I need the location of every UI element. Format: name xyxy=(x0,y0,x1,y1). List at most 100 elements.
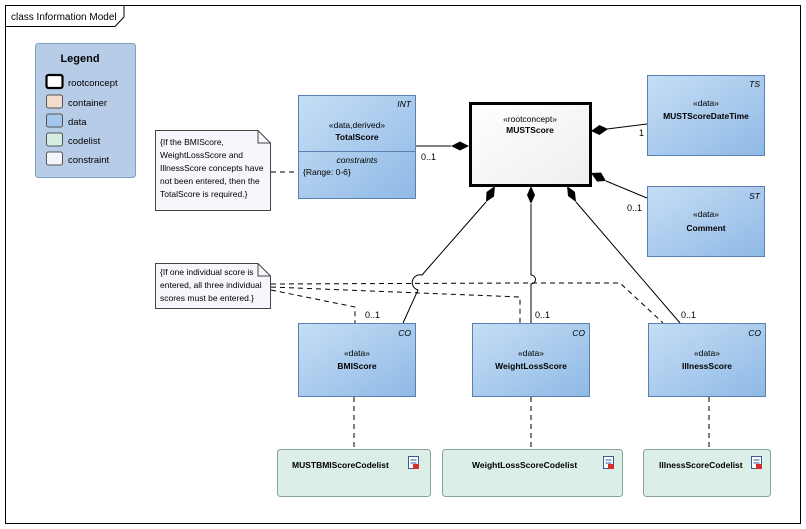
anchor-illness-note xyxy=(270,282,664,324)
association-totalscore: 0..1 xyxy=(416,141,469,162)
note-box xyxy=(155,130,271,211)
anchor-bmi-note xyxy=(270,289,356,323)
datatype-tag: CO xyxy=(398,328,411,338)
note-line: not been entered, then the xyxy=(160,176,260,186)
class-box xyxy=(469,102,592,187)
note-totalscore-constraint[interactable]: {If the BMIScore, WeightLossScore and Il… xyxy=(155,130,271,211)
note-line: {If one individual score is xyxy=(160,267,254,277)
codelist-box xyxy=(277,449,431,497)
class-comment[interactable]: ST «data» Comment xyxy=(647,186,765,257)
note-fold xyxy=(257,263,271,277)
datatype-tag: CO xyxy=(572,328,585,338)
note-box xyxy=(155,263,271,309)
class-mustscore[interactable]: «rootconcept» MUSTScore xyxy=(469,102,592,187)
composition-diamond xyxy=(486,186,495,202)
note-line: scores must be entered.} xyxy=(160,293,254,303)
anchor-weightloss-note xyxy=(270,286,521,323)
class-mustscoredatetime[interactable]: TS «data» MUSTScoreDateTime xyxy=(647,75,765,156)
legend-item-constraint: constraint xyxy=(46,151,110,166)
compartment-title: constraints xyxy=(336,155,378,165)
class-stereotype: «data» xyxy=(518,348,544,358)
note-individual-scores-constraint[interactable]: {If one individual score is entered, all… xyxy=(155,263,271,309)
class-stereotype: «rootconcept» xyxy=(503,114,557,124)
note-fold xyxy=(257,130,271,144)
class-box xyxy=(647,186,765,257)
class-stereotype: «data» xyxy=(693,98,719,108)
legend-label-data: data xyxy=(68,117,87,128)
class-stereotype: «data,derived» xyxy=(329,120,386,130)
document-icon xyxy=(751,456,762,469)
document-icon xyxy=(603,456,614,469)
legend: Legend rootconcept container data codeli… xyxy=(35,43,136,178)
association-comment: 0..1 xyxy=(591,172,648,213)
multiplicity-datetime: 1 xyxy=(639,128,644,138)
legend-swatch-codelist xyxy=(46,132,63,147)
class-box xyxy=(647,75,765,156)
class-weightlossscore[interactable]: CO «data» WeightLossScore xyxy=(472,323,590,397)
legend-title: Legend xyxy=(60,53,99,65)
codelist-weightlossscore[interactable]: WeightLossScoreCodelist xyxy=(442,449,623,497)
class-totalscore[interactable]: INT «data,derived» TotalScore constraint… xyxy=(298,95,416,199)
codelist-box xyxy=(442,449,623,497)
multiplicity-weightloss: 0..1 xyxy=(535,310,550,320)
legend-label-codelist: codelist xyxy=(68,136,101,147)
datatype-tag: CO xyxy=(748,328,761,338)
legend-item-rootconcept: rootconcept xyxy=(45,73,118,90)
codelist-name: IllnessScoreCodelist xyxy=(659,460,743,470)
class-box xyxy=(298,95,416,199)
class-name: IllnessScore xyxy=(682,361,732,371)
class-name: Comment xyxy=(686,223,725,233)
legend-item-container: container xyxy=(46,94,107,109)
note-anchors xyxy=(270,171,710,449)
multiplicity-illness: 0..1 xyxy=(681,310,696,320)
frame-title: class Information Model xyxy=(11,12,117,23)
class-name: BMIScore xyxy=(337,361,376,371)
constraint-range: {Range: 0-6} xyxy=(303,167,351,177)
legend-label-container: container xyxy=(68,98,107,109)
note-line: entered, all three individual xyxy=(160,280,262,290)
composition-diamond xyxy=(591,125,608,135)
note-line: IllnessScore concepts have xyxy=(160,163,264,173)
legend-item-data: data xyxy=(46,113,87,128)
class-box xyxy=(648,323,766,397)
frame-title-tab xyxy=(5,5,125,27)
composition-diamond xyxy=(567,186,576,202)
codelist-illnessscore[interactable]: IllnessScoreCodelist xyxy=(643,449,771,497)
class-box xyxy=(472,323,590,397)
class-box xyxy=(298,323,416,397)
legend-label-rootconcept: rootconcept xyxy=(68,78,118,89)
note-line: {If the BMIScore, xyxy=(160,137,224,147)
codelist-name: WeightLossScoreCodelist xyxy=(472,460,577,470)
class-bmiscore[interactable]: CO «data» BMIScore xyxy=(298,323,416,397)
legend-swatch-constraint xyxy=(46,151,63,166)
codelist-mustbmiscore[interactable]: MUSTBMIScoreCodelist xyxy=(277,449,431,497)
datatype-tag: TS xyxy=(749,79,760,89)
note-line: TotalScore is required.} xyxy=(160,189,248,199)
composition-diamond xyxy=(527,186,535,204)
legend-item-codelist: codelist xyxy=(46,132,101,147)
multiplicity-totalscore: 0..1 xyxy=(421,152,436,162)
legend-swatch-data xyxy=(46,113,63,128)
document-icon xyxy=(408,456,419,469)
class-illnessscore[interactable]: CO «data» IllnessScore xyxy=(648,323,766,397)
multiplicity-bmi: 0..1 xyxy=(365,310,380,320)
class-name: WeightLossScore xyxy=(495,361,567,371)
composition-diamond xyxy=(591,172,606,182)
note-line: WeightLossScore and xyxy=(160,150,243,160)
class-name: MUSTScoreDateTime xyxy=(663,111,749,121)
datatype-tag: ST xyxy=(749,191,761,201)
class-stereotype: «data» xyxy=(344,348,370,358)
legend-label-constraint: constraint xyxy=(68,155,110,166)
legend-swatch-rootconcept xyxy=(45,73,64,90)
association-weightloss: 0..1 xyxy=(527,186,550,323)
codelist-box xyxy=(643,449,771,497)
codelist-name: MUSTBMIScoreCodelist xyxy=(292,460,389,470)
class-stereotype: «data» xyxy=(694,348,720,358)
composition-diamond xyxy=(451,141,469,151)
class-name: TotalScore xyxy=(335,132,379,142)
association-bmi: 0..1 xyxy=(365,186,495,324)
datatype-tag: INT xyxy=(397,99,412,109)
association-illness: 0..1 xyxy=(567,186,696,324)
